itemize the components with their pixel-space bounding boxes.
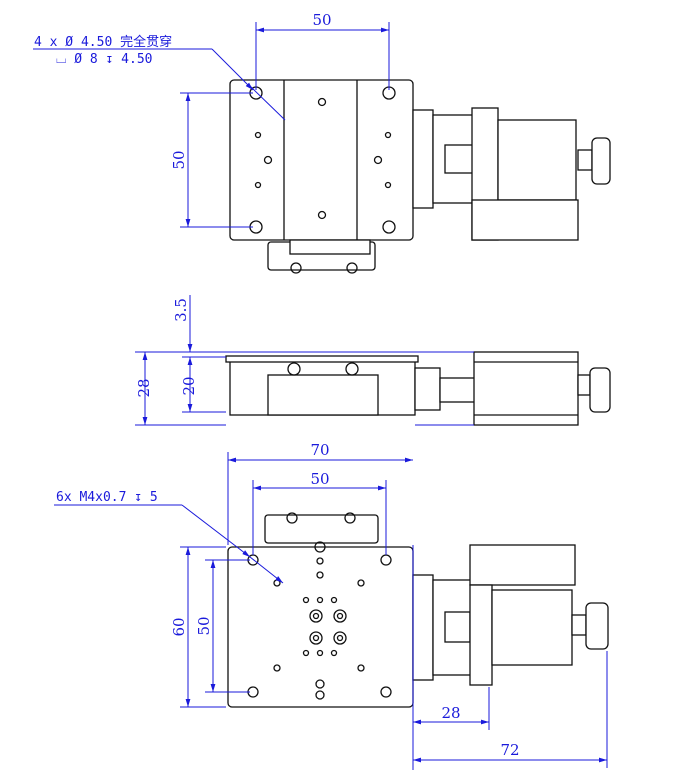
callout-text: 6x M4x0.7 ↧ 5 bbox=[56, 490, 158, 505]
callout-text: 4 x Ø 4.50 完全贯穿 bbox=[34, 34, 172, 50]
dim-top-50-horizontal: 50 bbox=[255, 11, 390, 90]
dim-60: 60 bbox=[170, 617, 188, 636]
dim-72: 72 bbox=[500, 741, 519, 759]
side-view: 28 20 3.5 bbox=[135, 295, 611, 426]
dim-label: 50 bbox=[170, 150, 188, 169]
dim-50-h: 50 bbox=[310, 470, 329, 488]
dim-3-5: 3.5 bbox=[172, 298, 190, 322]
callout-text: ⌴ Ø 8 ↧ 4.50 bbox=[56, 52, 153, 67]
through-hole-callout: 4 x Ø 4.50 完全贯穿 ⌴ Ø 8 ↧ 4.50 bbox=[33, 34, 286, 121]
dim-28-offset: 28 bbox=[441, 704, 460, 722]
dim-70: 70 bbox=[310, 441, 329, 459]
dim-28: 28 bbox=[135, 378, 153, 397]
dim-20: 20 bbox=[180, 376, 198, 395]
bottom-view: 6x M4x0.7 ↧ 5 70 50 60 50 28 72 bbox=[54, 441, 609, 770]
dim-50-v: 50 bbox=[195, 616, 213, 635]
dim-top-50-vertical: 50 bbox=[170, 92, 253, 228]
top-view: 50 50 4 x Ø 4.50 完全贯穿 ⌴ Ø 8 ↧ 4.50 bbox=[33, 11, 611, 274]
tapped-hole-callout: 6x M4x0.7 ↧ 5 bbox=[54, 490, 284, 584]
dim-label: 50 bbox=[312, 11, 331, 29]
